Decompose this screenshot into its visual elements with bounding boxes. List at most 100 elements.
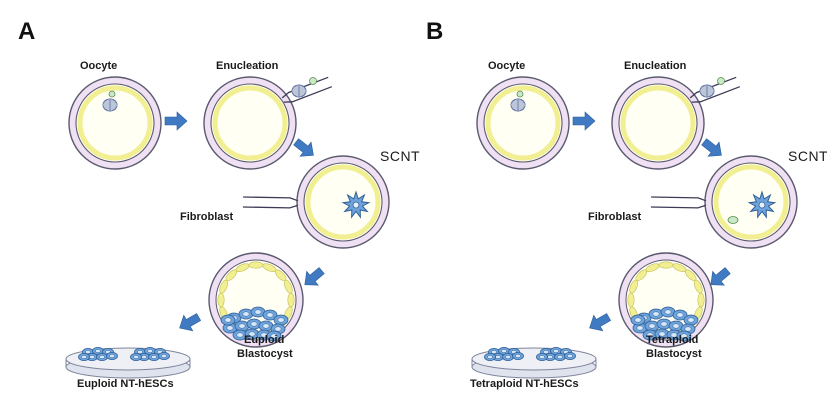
cell-nucleus <box>664 309 672 315</box>
cell-nucleus <box>137 350 143 354</box>
cell-nucleus <box>133 355 139 359</box>
inner-cell <box>78 352 90 361</box>
panel-b-blastocyst-line2: Blastocyst <box>646 348 702 360</box>
fibroblast-cell-icon <box>747 190 777 219</box>
cell-nucleus <box>270 333 278 339</box>
cell-nucleus <box>652 311 660 317</box>
cell-nucleus <box>85 350 91 354</box>
arrow-shape <box>293 138 314 157</box>
cell-nucleus <box>515 354 521 358</box>
inner-cell <box>158 351 170 360</box>
trophectoderm-cell <box>248 261 264 269</box>
injection-pipette <box>242 196 299 209</box>
inner-cell <box>244 328 260 340</box>
panel-b-blastocyst-line1: Tetraploid <box>646 334 699 346</box>
arrow-right-1 <box>164 111 188 131</box>
inner-cell <box>502 352 514 361</box>
polar-body <box>516 90 524 98</box>
arrow-shape <box>304 267 325 286</box>
cell-nucleus <box>491 350 497 354</box>
membrane-ring <box>77 85 153 161</box>
membrane-ring <box>620 85 696 161</box>
trophectoderm-cell <box>658 261 674 269</box>
oocyte-cell <box>476 76 570 170</box>
inner-cell <box>648 308 664 320</box>
cytoplasm <box>618 83 698 163</box>
cell-nucleus <box>151 355 157 359</box>
inner-cell <box>536 352 548 361</box>
arrow-down-left-2 <box>179 313 202 332</box>
arrow-shape <box>572 111 596 131</box>
panel-a-enucleation-label: Enucleation <box>216 60 279 72</box>
cell-colony <box>484 346 524 361</box>
inner-cell <box>266 330 282 342</box>
arrow-down-right <box>293 138 314 157</box>
panel-b-enucleation-label: Enucleation <box>624 60 687 72</box>
trophectoderm-cell <box>217 292 225 308</box>
arrow-right-1 <box>572 111 596 131</box>
trophectoderm-cell <box>284 279 293 294</box>
blastocyst <box>618 252 714 348</box>
culture-dish <box>65 346 191 379</box>
inner-cell <box>484 352 496 361</box>
inner-cell <box>512 351 524 360</box>
inner-cell <box>96 352 108 361</box>
panel-a-blastocyst-line2: Blastocyst <box>237 348 293 360</box>
cell-nucleus <box>495 355 501 359</box>
inner-cell <box>130 352 142 361</box>
inner-cell <box>106 351 118 360</box>
injection-pipette <box>650 196 707 209</box>
cell-nucleus <box>646 332 654 338</box>
inner-cell <box>644 320 660 332</box>
cytoplasm <box>483 83 563 163</box>
cell-nucleus <box>95 349 101 353</box>
membrane-ring <box>485 85 561 161</box>
membrane-ring <box>212 85 288 161</box>
panel-b-letter: B <box>426 18 444 45</box>
cytoplasm <box>303 162 383 242</box>
inner-cell <box>250 306 266 318</box>
cell-nucleus <box>680 333 688 339</box>
inner-cell <box>676 330 692 342</box>
cell-nucleus <box>238 323 246 329</box>
cell-nucleus <box>141 355 147 359</box>
cell-nucleus <box>250 321 258 327</box>
panel-a <box>65 76 390 379</box>
inner-cell <box>564 351 576 360</box>
inner-cell <box>683 314 699 326</box>
inner-cell <box>148 352 160 361</box>
inner-cell <box>642 329 658 341</box>
cell-nucleus <box>687 317 695 323</box>
spindle-icon <box>102 98 118 112</box>
cell-nucleus <box>262 323 270 329</box>
arrow-down-right <box>701 138 722 157</box>
panel-b <box>471 76 798 379</box>
cell-nucleus <box>274 326 282 332</box>
cell-nucleus <box>539 355 545 359</box>
enucleated-oocyte <box>203 76 297 170</box>
oocyte-cell <box>68 76 162 170</box>
cell-nucleus <box>236 332 244 338</box>
cell-nucleus <box>277 317 285 323</box>
fibroblast-cell-icon <box>341 190 371 219</box>
cytoplasm <box>75 83 155 163</box>
cell-nucleus <box>553 349 559 353</box>
cell-nucleus <box>648 323 656 329</box>
blastocyst <box>208 252 304 348</box>
inner-cell <box>232 329 248 341</box>
removed-polar-body <box>309 77 317 85</box>
arrow-shape <box>589 313 612 332</box>
inner-cell <box>630 314 646 326</box>
cell-nucleus <box>684 326 692 332</box>
cell-nucleus <box>487 355 493 359</box>
arrow-shape <box>164 111 188 131</box>
panel-a-fibroblast-label: Fibroblast <box>180 211 234 223</box>
cell-nucleus <box>266 312 274 318</box>
arrow-shape <box>710 267 731 286</box>
inner-cell <box>258 320 274 332</box>
cell-nucleus <box>254 309 262 315</box>
cell-nucleus <box>501 349 507 353</box>
cell-nucleus <box>636 325 644 331</box>
cell-colony <box>536 346 576 361</box>
